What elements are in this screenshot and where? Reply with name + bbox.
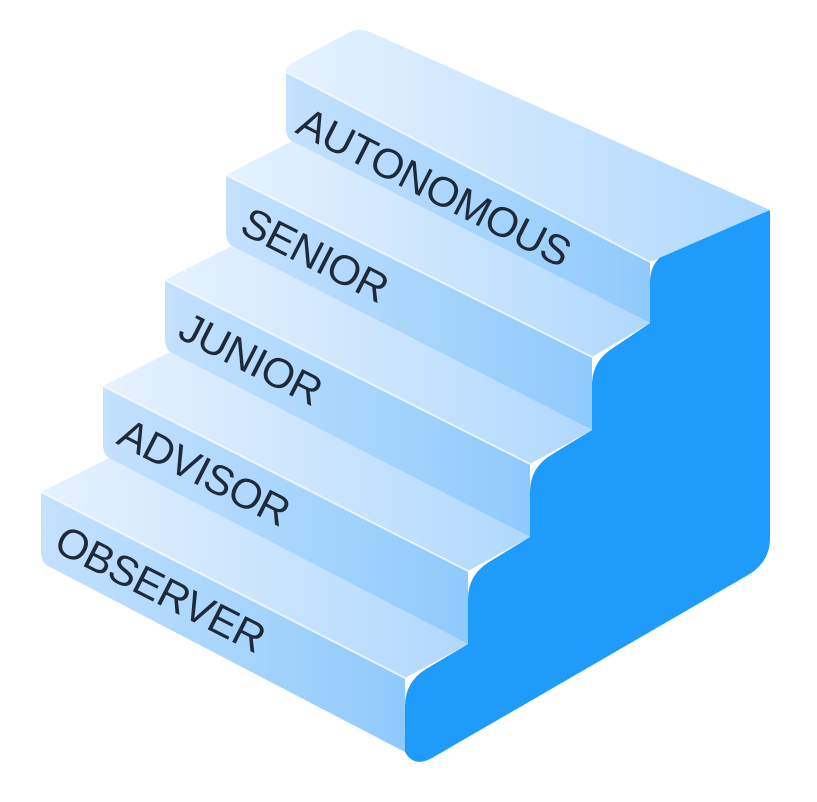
step-senior-riser — [226, 175, 592, 430]
step-junior-riser — [165, 280, 530, 537]
step-advisor-riser — [103, 386, 468, 644]
step-advisor: ADVISOR — [102, 352, 530, 644]
step-junior-edge — [164, 279, 531, 465]
step-observer-edge — [40, 491, 406, 679]
step-autonomous-edge — [285, 71, 651, 263]
side-face — [405, 210, 770, 762]
step-observer-top — [41, 458, 468, 678]
step-senior-top — [226, 141, 650, 357]
step-advisor-top — [103, 352, 530, 571]
step-autonomous-top — [286, 29, 770, 263]
step-advisor-edge — [102, 385, 469, 572]
step-junior: JUNIOR — [164, 246, 592, 537]
step-senior-edge — [225, 174, 593, 358]
step-junior-top — [165, 246, 592, 464]
step-observer-riser — [41, 492, 405, 752]
step-autonomous-riser — [286, 72, 650, 323]
